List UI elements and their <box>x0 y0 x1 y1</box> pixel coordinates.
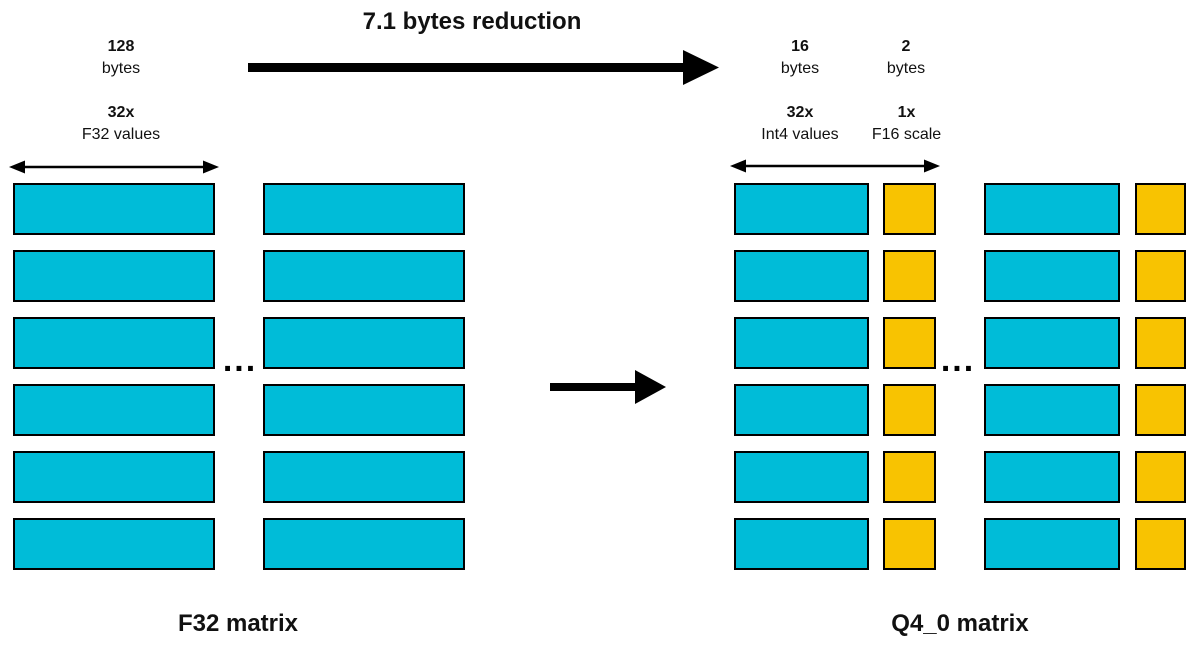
f16-scale-block <box>883 317 936 369</box>
int4-block <box>984 451 1120 503</box>
f32-column-2 <box>263 183 465 570</box>
int4-block <box>984 250 1120 302</box>
f16-scale-block <box>883 518 936 570</box>
f16-scale-block <box>883 250 936 302</box>
right-block-count-value: 32x <box>786 104 814 121</box>
right-scale-count-value: 1x <box>897 104 916 121</box>
int4-column-1 <box>734 183 869 570</box>
f16-scale-block <box>1135 317 1186 369</box>
right-scale-size-value: 2 <box>901 38 911 55</box>
f16-scale-block <box>883 384 936 436</box>
int4-column-2 <box>984 183 1120 570</box>
f32-block <box>263 384 465 436</box>
f16-scale-block <box>1135 384 1186 436</box>
left-type-label: F32 values <box>81 126 161 143</box>
f32-block <box>13 250 215 302</box>
left-size-value: 128 <box>107 38 135 55</box>
right-block-type-label: Int4 values <box>761 126 839 143</box>
transform-arrow-icon <box>550 370 666 404</box>
f32-column-1 <box>13 183 215 570</box>
int4-block <box>734 183 869 235</box>
f32-block <box>13 518 215 570</box>
right-scale-size-annotation: 2 bytes <box>856 36 956 80</box>
f16-scale-block <box>1135 183 1186 235</box>
right-scale-size-unit: bytes <box>886 60 926 77</box>
q4-0-matrix-label: Q4_0 matrix <box>891 610 1029 637</box>
left-size-unit: bytes <box>101 60 141 77</box>
right-scale-type-label: F16 scale <box>871 126 942 143</box>
f32-block <box>263 183 465 235</box>
left-size-annotation: 128 bytes <box>71 36 171 80</box>
f32-matrix-label: F32 matrix <box>177 610 299 637</box>
f32-block <box>263 317 465 369</box>
f32-block <box>13 384 215 436</box>
f32-block <box>13 451 215 503</box>
f32-block <box>263 250 465 302</box>
int4-block <box>734 317 869 369</box>
f16-scale-block <box>883 183 936 235</box>
left-count-value: 32x <box>107 104 135 121</box>
f32-block <box>263 518 465 570</box>
f16-scale-column-2 <box>1135 183 1186 570</box>
right-ellipsis: ... <box>940 341 976 379</box>
right-block-size-unit: bytes <box>780 60 820 77</box>
int4-block <box>734 250 869 302</box>
left-ellipsis: ... <box>222 341 258 379</box>
reduction-arrow-icon <box>248 50 719 85</box>
f16-scale-block <box>1135 250 1186 302</box>
right-block-size-annotation: 16 bytes <box>750 36 850 80</box>
f16-scale-block <box>883 451 936 503</box>
reduction-title: 7.1 bytes reduction <box>362 8 582 35</box>
f16-scale-column-1 <box>883 183 936 570</box>
f32-block <box>263 451 465 503</box>
left-span-arrow-icon <box>9 160 219 174</box>
int4-block <box>734 451 869 503</box>
left-count-annotation: 32x F32 values <box>46 102 196 146</box>
int4-block <box>984 518 1120 570</box>
int4-block <box>984 183 1120 235</box>
int4-block <box>984 384 1120 436</box>
right-span-arrow-icon <box>730 159 940 173</box>
right-scale-count-annotation: 1x F16 scale <box>834 102 979 146</box>
int4-block <box>734 384 869 436</box>
f32-block <box>13 317 215 369</box>
f16-scale-block <box>1135 451 1186 503</box>
f16-scale-block <box>1135 518 1186 570</box>
right-block-size-value: 16 <box>791 38 809 55</box>
right-block-count-annotation: 32x Int4 values <box>725 102 875 146</box>
f32-block <box>13 183 215 235</box>
int4-block <box>984 317 1120 369</box>
int4-block <box>734 518 869 570</box>
